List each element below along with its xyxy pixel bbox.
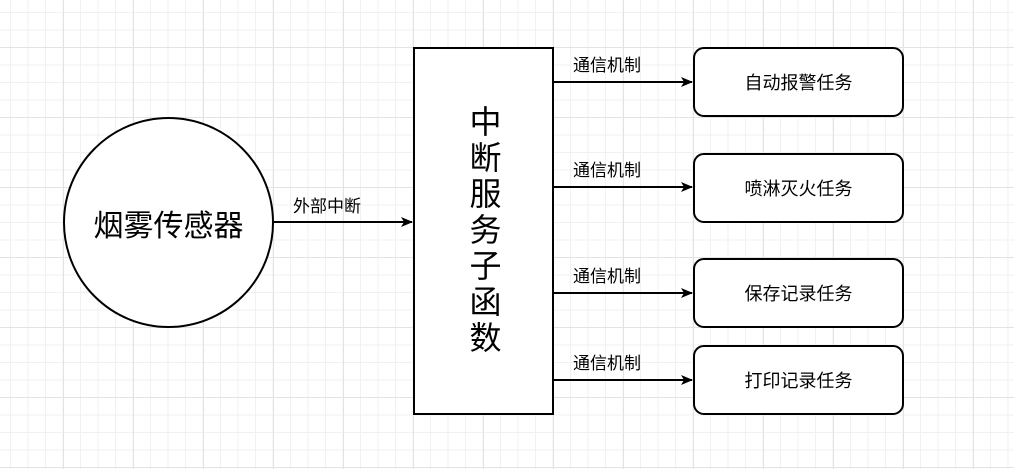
edge-label-task-3: 通信机制 — [573, 267, 641, 287]
smoke-sensor-node[interactable]: 烟雾传感器 — [63, 117, 274, 328]
task-node-alarm[interactable]: 自动报警任务 — [693, 47, 904, 117]
edge-label-task-2: 通信机制 — [573, 161, 641, 181]
task-label: 打印记录任务 — [744, 371, 853, 392]
task-label: 喷淋灭火任务 — [744, 179, 853, 200]
edge-label-task-4: 通信机制 — [573, 354, 641, 374]
task-node-save-record[interactable]: 保存记录任务 — [693, 258, 904, 328]
task-node-print-record[interactable]: 打印记录任务 — [693, 345, 904, 415]
task-label: 自动报警任务 — [744, 73, 853, 94]
task-node-sprinkler[interactable]: 喷淋灭火任务 — [693, 153, 904, 223]
edge-label-task-1: 通信机制 — [573, 56, 641, 76]
smoke-sensor-label: 烟雾传感器 — [93, 208, 244, 244]
isr-label: 中断服务子函数 — [464, 105, 503, 357]
task-label: 保存记录任务 — [744, 284, 853, 305]
external-interrupt-label: 外部中断 — [293, 197, 361, 217]
isr-node[interactable]: 中断服务子函数 — [413, 47, 554, 415]
